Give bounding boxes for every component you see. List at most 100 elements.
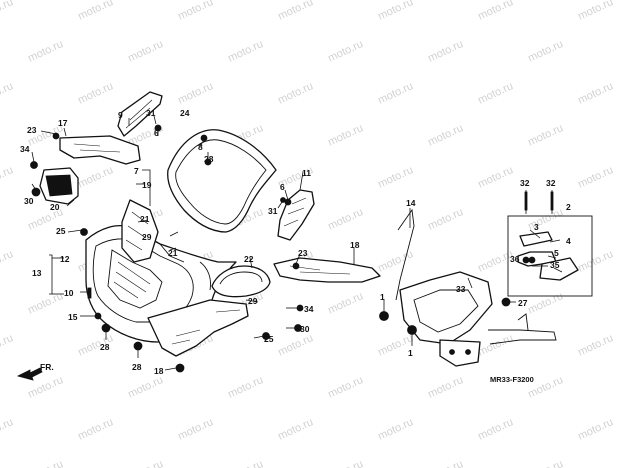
callout-15: 15 [68,312,78,322]
watermark-text: moto.ru [576,80,615,107]
watermark-text: moto.ru [226,458,265,468]
watermark-text: moto.ru [526,122,565,149]
air-duct-part [211,265,271,298]
watermark-text: moto.ru [476,164,515,191]
callout-22: 22 [244,254,254,264]
callout-29: 29 [142,232,152,242]
watermark-text: moto.ru [576,248,615,275]
callout-31: 31 [146,108,156,118]
watermark-text: moto.ru [76,80,115,107]
bracket-box [507,215,593,297]
callout-35: 35 [550,260,560,270]
upper-fairing-part [85,199,249,357]
callout-6: 6 [280,182,285,192]
watermark-text: moto.ru [26,458,65,468]
callout-4: 4 [566,236,571,246]
callout-25: 25 [56,226,66,236]
callout-11: 11 [302,168,311,178]
callout-21: 21 [168,248,178,258]
watermark-text: moto.ru [526,458,565,468]
callout-2: 2 [566,202,571,212]
watermark-text: moto.ru [176,0,215,23]
watermark-text: moto.ru [176,416,215,443]
callout-28: 28 [204,154,214,164]
watermark-text: moto.ru [426,122,465,149]
watermark-text: moto.ru [426,38,465,65]
watermark-text: moto.ru [476,80,515,107]
callout-9: 9 [118,110,123,120]
watermark-text: moto.ru [226,374,265,401]
callout-18: 18 [154,366,164,376]
watermark-text: moto.ru [0,332,15,359]
callout-28: 28 [100,342,110,352]
front-direction-arrow [16,367,43,381]
inner-panel-part [273,257,381,283]
mirror-part [39,167,79,205]
callout-32: 32 [520,178,530,188]
watermark-text: moto.ru [0,164,15,191]
watermark-text: moto.ru [126,374,165,401]
callout-6: 6 [154,128,159,138]
watermark-text: moto.ru [126,38,165,65]
callout-1: 1 [408,348,413,358]
watermark-text: moto.ru [426,206,465,233]
watermark-text: moto.ru [426,374,465,401]
callout-14: 14 [406,198,416,208]
direction-label: FR. [40,362,54,372]
diagram-code: MR33-F3200 [490,375,534,384]
watermark-text: moto.ru [276,332,315,359]
watermark-text: moto.ru [276,80,315,107]
watermark-text: moto.ru [576,332,615,359]
callout-20: 20 [50,202,60,212]
watermark-text: moto.ru [76,416,115,443]
watermark-text: moto.ru [326,38,365,65]
watermark-text: moto.ru [326,122,365,149]
callout-33: 33 [456,284,466,294]
callout-13: 13 [32,268,42,278]
watermark-text: moto.ru [326,206,365,233]
watermark-text: moto.ru [326,374,365,401]
watermark-text: moto.ru [376,416,415,443]
callout-labels: 23 17 34 20 30 25 12 13 10 15 28 28 18 9… [20,108,571,376]
watermark-text: moto.ru [576,416,615,443]
callout-23: 23 [27,125,37,135]
watermark-text: moto.ru [176,80,215,107]
callout-36: 36 [510,254,520,264]
watermark-text: moto.ru [226,38,265,65]
fairing-stay-part [395,208,557,367]
side-duct-part [59,135,141,165]
watermark-text: moto.ru [326,290,365,317]
watermark-text: moto.ru [326,458,365,468]
watermark-text: moto.ru [376,164,415,191]
callout-21: 21 [140,214,150,224]
windscreen-part [167,129,277,233]
watermark-text: moto.ru [276,416,315,443]
callout-10: 10 [64,288,74,298]
watermark-text: moto.ru [526,206,565,233]
callout-5: 5 [554,248,559,258]
watermark-text: moto.ru [376,80,415,107]
callout-31: 31 [268,206,278,216]
watermark-text: moto.ru [576,0,615,23]
leader-lines [31,115,563,371]
watermark-text: moto.ru [0,80,15,107]
watermark-text: moto.ru [26,38,65,65]
callout-25: 25 [264,334,274,344]
callout-18: 18 [350,240,360,250]
watermark-text: moto.ru [76,0,115,23]
watermark-text: moto.ru [126,458,165,468]
watermark-text: moto.ru [576,164,615,191]
callout-23: 23 [298,248,308,258]
watermark-text: moto.ru [476,0,515,23]
hardware-fasteners [30,124,554,373]
callout-28: 28 [132,362,142,372]
watermark-text: moto.ru [476,416,515,443]
callout-17: 17 [58,118,68,128]
watermark-text: moto.ru [426,458,465,468]
callout-3: 3 [534,222,539,232]
callout-24: 24 [180,108,190,118]
callout-19: 19 [142,180,152,190]
callout-29: 29 [248,296,258,306]
watermark-text: moto.ru [376,0,415,23]
